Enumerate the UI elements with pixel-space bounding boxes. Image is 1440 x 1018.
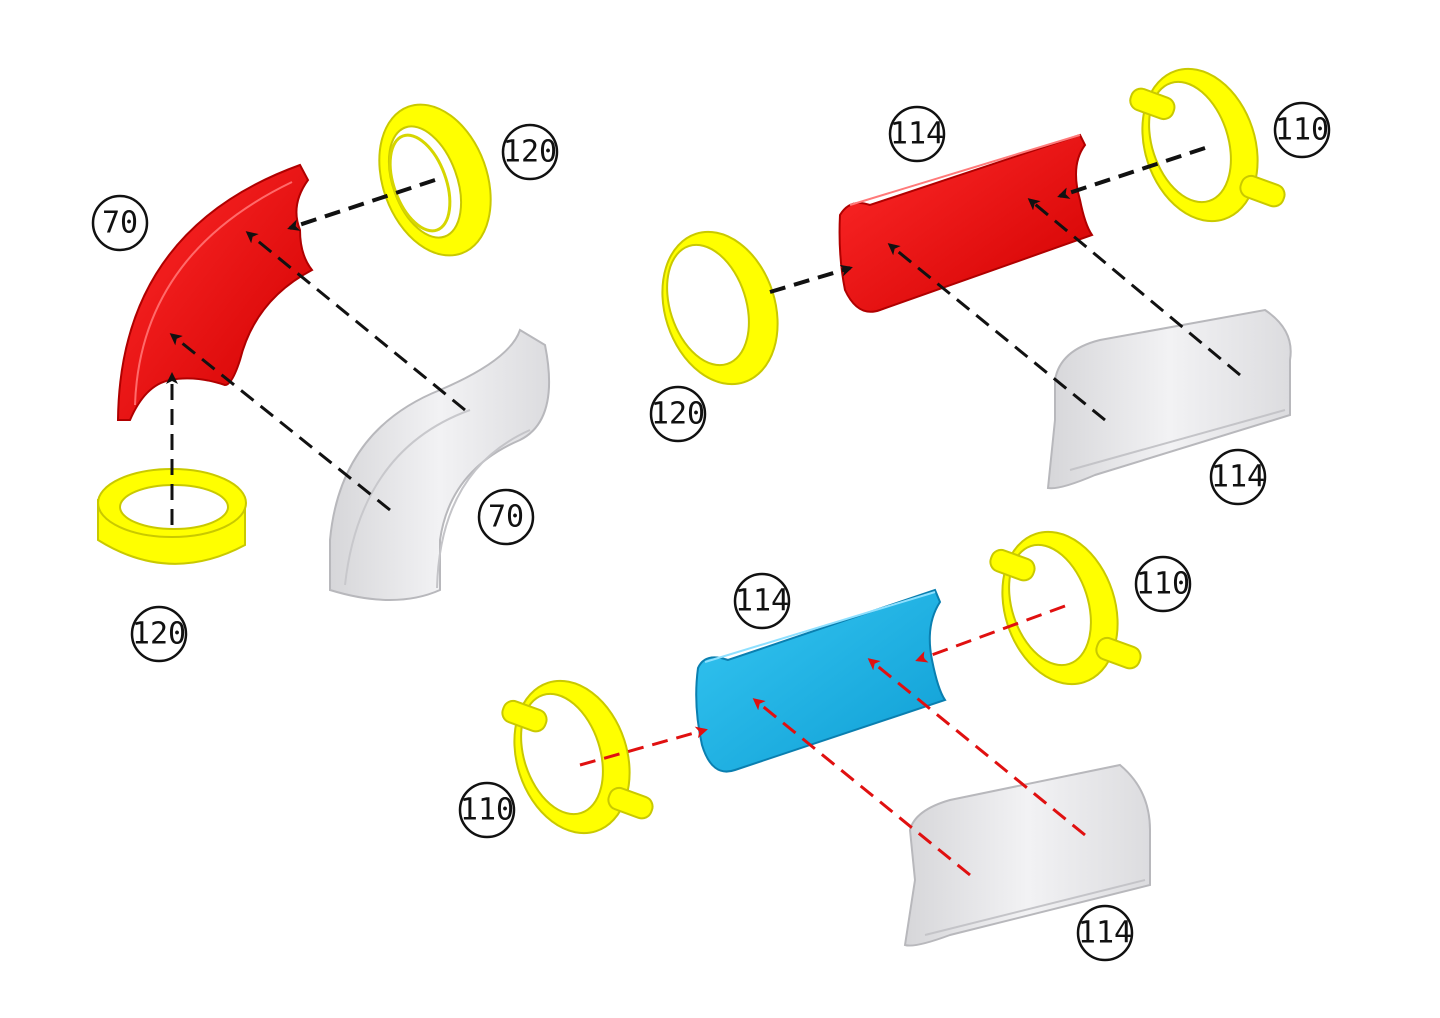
callout-label: 110: [1136, 567, 1190, 602]
callout-label: 120: [503, 135, 557, 170]
red-elbow-shell: [118, 165, 312, 420]
callout: 114: [1211, 450, 1265, 504]
callout: 70: [479, 490, 533, 544]
callout: 120: [651, 387, 705, 441]
assembly-arrow: [770, 268, 850, 292]
callout-label: 114: [735, 584, 789, 619]
callout-label: 110: [460, 793, 514, 828]
callout: 110: [1275, 103, 1329, 157]
callout: 110: [1136, 557, 1190, 611]
yellow-latch-ring: [496, 666, 656, 848]
callout-label: 70: [102, 206, 138, 241]
callout-label: 120: [132, 617, 186, 652]
callout-label: 110: [1275, 113, 1329, 148]
callout: 120: [503, 125, 557, 179]
yellow-ring: [644, 217, 797, 399]
callout-label: 114: [890, 117, 944, 152]
straight-assembly-group-top: [644, 54, 1291, 488]
callout: 114: [1078, 906, 1132, 960]
callout: 114: [890, 107, 944, 161]
blue-straight-shell: [696, 590, 945, 772]
callout-label: 114: [1078, 916, 1132, 951]
callout-label: 114: [1211, 460, 1265, 495]
straight-assembly-group-bottom: [496, 517, 1150, 946]
callout: 70: [93, 196, 147, 250]
callout: 114: [735, 574, 789, 628]
assembly-arrow: [248, 233, 465, 410]
grey-elbow-shell: [330, 330, 549, 600]
yellow-latch-ring: [1124, 54, 1288, 236]
callout-label: 120: [651, 397, 705, 432]
callout: 120: [132, 607, 186, 661]
callout-label: 70: [488, 500, 524, 535]
red-straight-shell: [840, 135, 1092, 312]
callout: 110: [460, 783, 514, 837]
